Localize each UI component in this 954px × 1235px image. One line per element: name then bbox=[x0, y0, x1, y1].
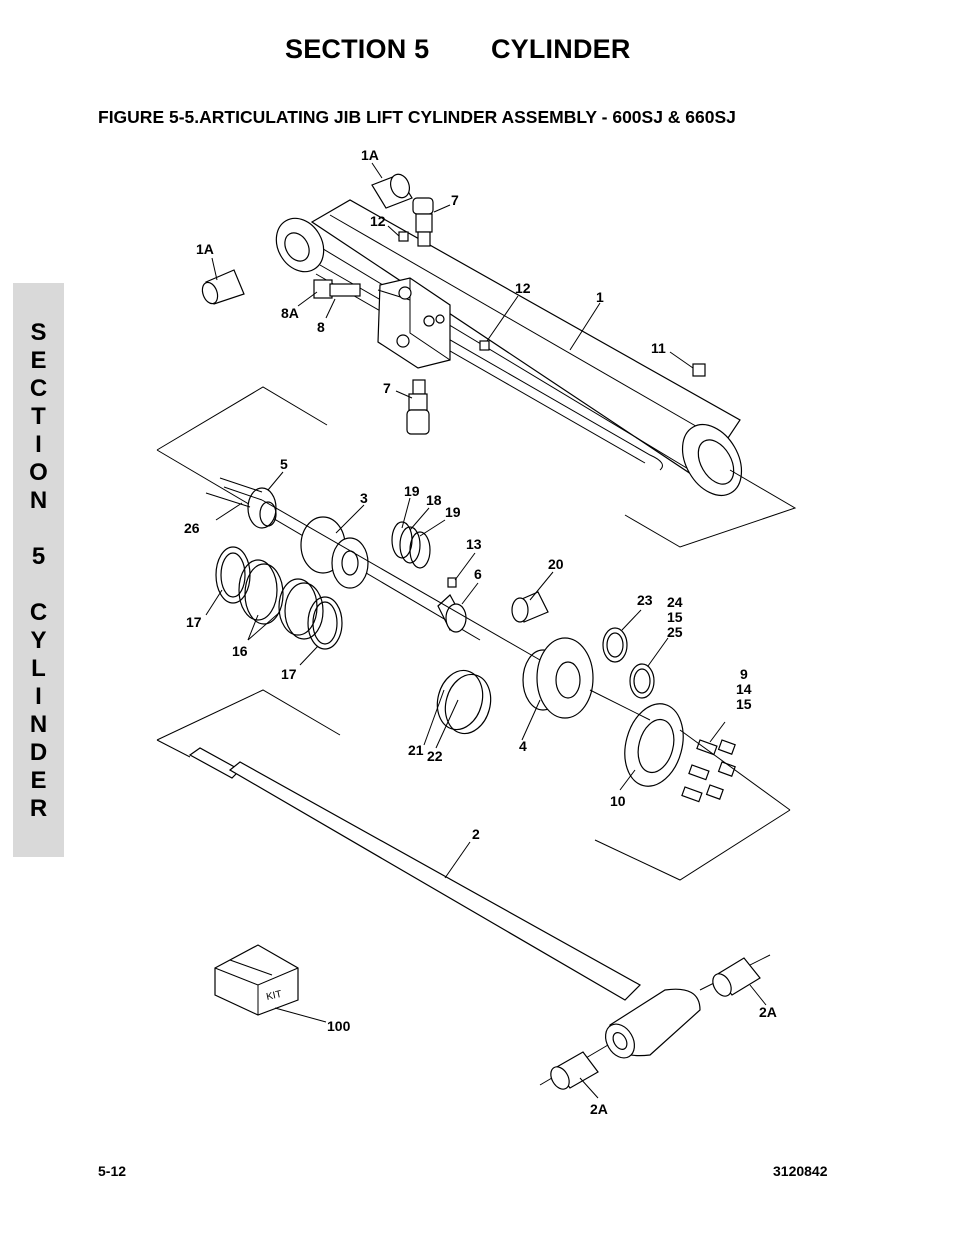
setscrew-13 bbox=[447, 577, 457, 588]
callout-1a-left: 1A bbox=[196, 241, 214, 257]
callout-11: 11 bbox=[651, 340, 666, 356]
callout-21: 21 bbox=[408, 742, 424, 758]
callout-17-bottom: 17 bbox=[281, 666, 297, 682]
seal-24 bbox=[629, 663, 655, 699]
flange-10 bbox=[624, 703, 684, 787]
callout-7-top: 7 bbox=[451, 192, 459, 208]
section-name: CYLINDER bbox=[490, 34, 631, 64]
callout-2a-bottom: 2A bbox=[590, 1101, 608, 1117]
bolts-9 bbox=[681, 739, 736, 803]
callout-18: 18 bbox=[426, 492, 442, 508]
fitting-7-bottom bbox=[406, 379, 430, 435]
callout-labels: 1A 7 12 1A 12 1 8A 8 11 7 5 3 19 18 19 2… bbox=[184, 147, 777, 1117]
side-tab-letter: S bbox=[30, 319, 47, 346]
seals-21-22 bbox=[436, 669, 492, 735]
figure-title: FIGURE 5-5.ARTICULATING JIB LIFT CYLINDE… bbox=[98, 107, 736, 127]
plug-12-top bbox=[398, 231, 409, 242]
callout-1: 1 bbox=[596, 289, 604, 305]
callout-15-a: 15 bbox=[667, 609, 683, 625]
bushing-2a-bottom bbox=[550, 1051, 599, 1090]
callout-3: 3 bbox=[360, 490, 368, 506]
callout-17-left: 17 bbox=[186, 614, 202, 630]
seals-16 bbox=[238, 559, 324, 640]
cylinder-rod-2 bbox=[188, 747, 701, 1059]
section-side-tab: S E C T I O N 5 C Y L I N D E R bbox=[13, 283, 64, 857]
bushing-1a-left bbox=[201, 269, 245, 305]
section-title: SECTION 5 CYLINDER bbox=[285, 34, 631, 65]
valve-cartridge-8 bbox=[313, 279, 361, 299]
callout-12-mid: 12 bbox=[515, 280, 531, 296]
callout-10: 10 bbox=[610, 793, 626, 809]
callout-1a-top: 1A bbox=[361, 147, 379, 163]
seals-17-left bbox=[215, 546, 251, 604]
callout-22: 22 bbox=[427, 748, 443, 764]
callout-100: 100 bbox=[327, 1018, 351, 1034]
side-tab-letter: C bbox=[29, 375, 48, 402]
valve-block bbox=[377, 277, 451, 369]
callout-2: 2 bbox=[472, 826, 480, 842]
callout-26: 26 bbox=[184, 520, 200, 536]
callout-7-bottom: 7 bbox=[383, 380, 391, 396]
callout-19-b: 19 bbox=[445, 504, 461, 520]
side-tab-letter: R bbox=[29, 795, 48, 822]
callout-25: 25 bbox=[667, 624, 683, 640]
spacer-6 bbox=[437, 594, 467, 633]
screw-11 bbox=[692, 363, 706, 377]
head-4 bbox=[522, 637, 594, 719]
section-number: SECTION 5 bbox=[285, 34, 430, 64]
callout-13: 13 bbox=[466, 536, 482, 552]
leader-lines bbox=[205, 162, 767, 1099]
callout-23: 23 bbox=[637, 592, 653, 608]
wear-ring-20 bbox=[511, 591, 549, 623]
kit-label: KIT bbox=[265, 989, 283, 1003]
side-tab-letter: Y bbox=[30, 627, 47, 654]
callout-14: 14 bbox=[736, 681, 752, 697]
callout-6: 6 bbox=[474, 566, 482, 582]
callout-19-a: 19 bbox=[404, 483, 420, 499]
side-tab-letter: C bbox=[29, 599, 48, 626]
side-tab-letter: T bbox=[31, 403, 46, 430]
callout-9: 9 bbox=[740, 666, 748, 682]
bushing-2a-right bbox=[712, 957, 761, 997]
side-tab-letter: E bbox=[30, 767, 47, 794]
side-tab-letter: I bbox=[35, 683, 42, 710]
callout-8: 8 bbox=[317, 319, 325, 335]
callout-20: 20 bbox=[548, 556, 564, 572]
side-tab-letter: L bbox=[31, 655, 46, 682]
side-tab-letter: E bbox=[30, 347, 47, 374]
callout-4: 4 bbox=[519, 738, 527, 754]
callout-5: 5 bbox=[280, 456, 288, 472]
callout-12-top: 12 bbox=[370, 213, 386, 229]
side-tab-letter: N bbox=[29, 487, 48, 514]
kit-box-100: KIT bbox=[214, 944, 299, 1016]
fitting-7-top bbox=[412, 197, 434, 247]
bolts-26 bbox=[205, 477, 263, 508]
bushing-1a-top bbox=[371, 173, 413, 209]
document-number: 3120842 bbox=[773, 1163, 828, 1179]
callout-16: 16 bbox=[232, 643, 248, 659]
callout-2a-right: 2A bbox=[759, 1004, 777, 1020]
piston-3 bbox=[300, 516, 369, 589]
rings-19-18 bbox=[391, 521, 431, 569]
callout-8a: 8A bbox=[281, 305, 299, 321]
callout-24: 24 bbox=[667, 594, 683, 610]
seal-17-bottom bbox=[307, 596, 343, 650]
tapered-bushing-5 bbox=[247, 487, 277, 529]
side-tab-letter: N bbox=[29, 711, 48, 738]
cylinder-barrel bbox=[275, 199, 743, 496]
seal-23 bbox=[602, 627, 628, 663]
side-tab-letter: 5 bbox=[31, 543, 46, 570]
plug-12-mid bbox=[479, 340, 490, 351]
side-tab-letter: O bbox=[29, 459, 48, 486]
side-tab-letter: D bbox=[29, 739, 48, 766]
side-tab-letter: I bbox=[35, 431, 42, 458]
page-number: 5-12 bbox=[98, 1163, 127, 1179]
callout-15-b: 15 bbox=[736, 696, 752, 712]
